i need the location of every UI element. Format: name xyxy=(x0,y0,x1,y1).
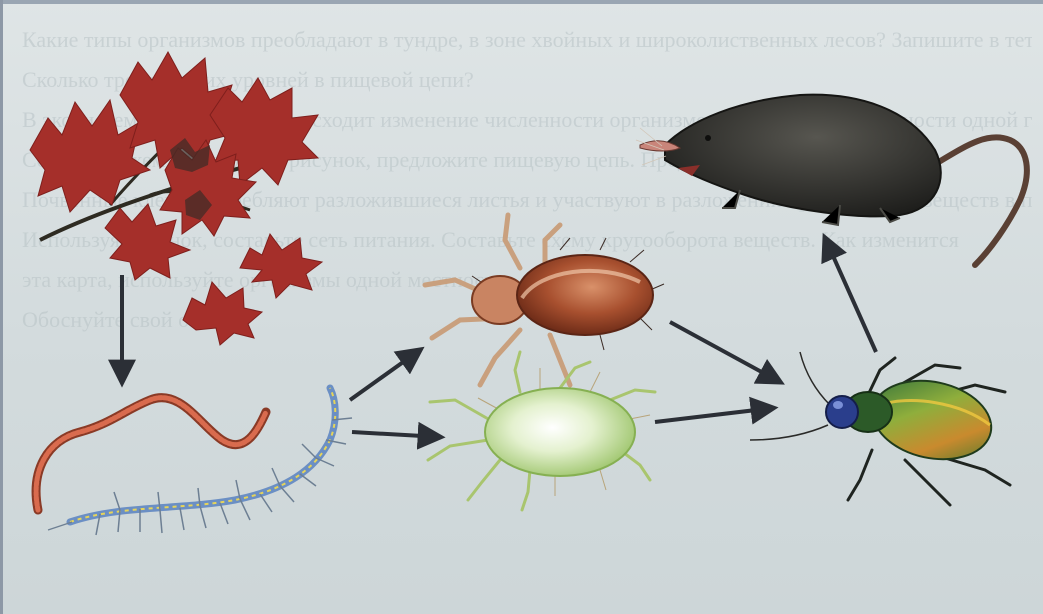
soil-mite-green-icon xyxy=(428,352,655,510)
earthworm-icon xyxy=(36,398,266,510)
arrow-brown-mite-to-beetle xyxy=(670,322,780,382)
arrow-green-mite-to-beetle xyxy=(655,408,773,422)
soil-mite-brown-icon xyxy=(425,215,664,385)
arrow-beetle-to-shrew xyxy=(825,238,876,352)
arrow-detritivores-to-brown-mite xyxy=(350,350,420,400)
centipede-icon xyxy=(48,388,352,535)
arrow-detritivores-to-green-mite xyxy=(352,432,440,437)
oak-leaves-icon xyxy=(30,52,322,345)
ground-beetle-icon xyxy=(750,352,1010,505)
shrew-icon xyxy=(636,95,1027,265)
